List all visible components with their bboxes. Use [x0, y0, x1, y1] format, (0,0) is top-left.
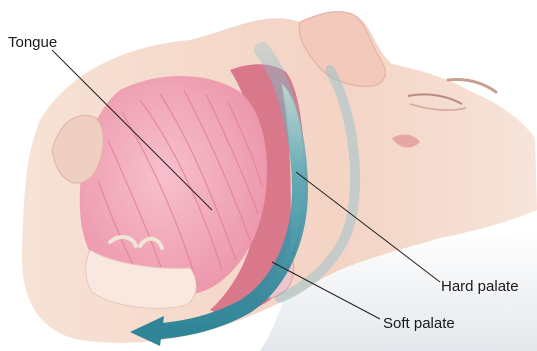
- label-tongue: Tongue: [8, 35, 57, 50]
- label-soft-palate: Soft palate: [383, 316, 455, 331]
- label-hard-palate: Hard palate: [441, 279, 519, 294]
